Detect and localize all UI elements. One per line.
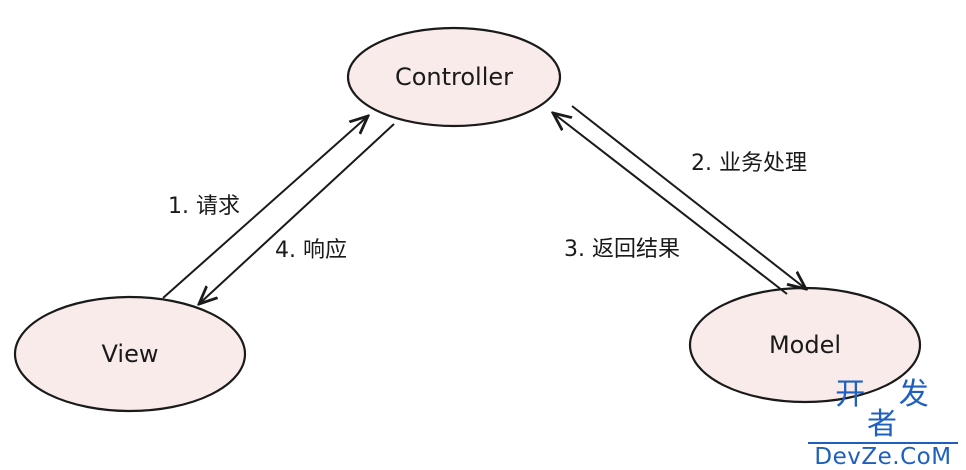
return-result-arrow	[553, 113, 788, 295]
request-label: 1. 请求	[168, 194, 240, 219]
site-watermark: 开 发 者 DevZe.CoM	[808, 380, 958, 469]
request-arrow	[162, 116, 368, 299]
controller-node: Controller	[346, 26, 562, 128]
business-label: 2. 业务处理	[691, 151, 807, 176]
return-result-label: 3. 返回结果	[564, 237, 680, 262]
response-arrow	[199, 123, 395, 304]
mvc-diagram: Controller View Model 1. 请求 4. 响应 2. 业务处…	[13, 26, 922, 413]
model-node: Model	[688, 286, 922, 404]
business-arrow	[571, 105, 806, 289]
controller-label: Controller	[395, 63, 513, 91]
watermark-top-text: 开 发 者	[808, 380, 958, 444]
watermark-bottom-text: DevZe.CoM	[814, 444, 952, 470]
response-label: 4. 响应	[275, 238, 347, 263]
model-label: Model	[769, 331, 841, 359]
view-label: View	[102, 340, 159, 368]
view-node: View	[13, 295, 247, 413]
